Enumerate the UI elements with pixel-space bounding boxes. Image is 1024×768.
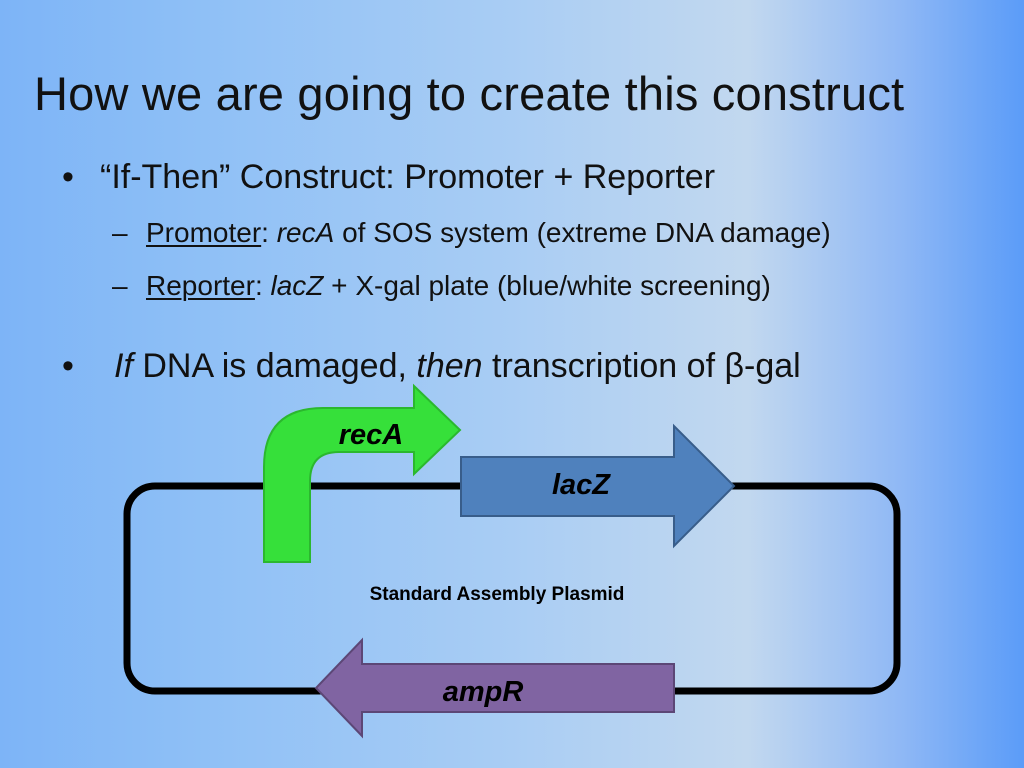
dash: – bbox=[112, 270, 128, 301]
if-word: If bbox=[114, 347, 133, 385]
promoter-gene: recA bbox=[276, 217, 335, 248]
reporter-label: Reporter bbox=[146, 270, 255, 301]
slide-title: How we are going to create this construc… bbox=[34, 67, 905, 120]
bullet-dot: • bbox=[62, 158, 74, 196]
ampR-label: ampR bbox=[443, 676, 524, 708]
ampR-arrow bbox=[314, 637, 675, 739]
then-word: then bbox=[416, 347, 483, 385]
dash: – bbox=[112, 217, 128, 248]
recA-promoter-arrow bbox=[263, 383, 462, 563]
promoter-label: Promoter bbox=[146, 217, 262, 248]
plasmid-center-label: Standard Assembly Plasmid bbox=[370, 584, 625, 605]
bullet-dot: • bbox=[62, 347, 74, 385]
lacZ-label: lacZ bbox=[552, 469, 611, 501]
promoter-sep: : bbox=[261, 217, 277, 248]
reporter-gene: lacZ bbox=[270, 270, 324, 301]
reporter-desc: + X-gal plate (blue/white screening) bbox=[323, 270, 771, 301]
if-clause: DNA is damaged, bbox=[132, 347, 417, 385]
reporter-sep: : bbox=[254, 270, 271, 301]
promoter-desc: of SOS system (extreme DNA damage) bbox=[334, 217, 831, 248]
bullet-construct-text: “If-Then” Construct: Promoter + Reporter bbox=[100, 158, 716, 196]
lacZ-arrow bbox=[460, 423, 736, 549]
then-clause: transcription of β-gal bbox=[482, 347, 801, 385]
recA-label: recA bbox=[339, 419, 404, 451]
